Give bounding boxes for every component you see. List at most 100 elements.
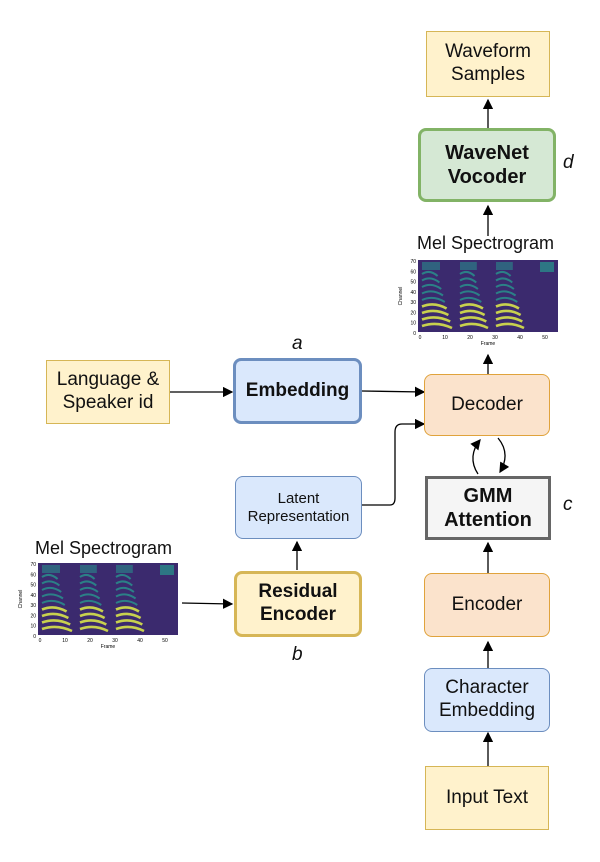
spectrogram-plot-area xyxy=(38,563,178,635)
x-tick-label: 30 xyxy=(492,335,498,341)
y-tick-label: 20 xyxy=(30,613,36,619)
y-axis-label: Channel xyxy=(18,590,24,609)
x-tick-label: 10 xyxy=(62,638,68,644)
x-tick-label: 10 xyxy=(442,335,448,341)
x-tick-label: 30 xyxy=(112,638,118,644)
spectrogram-band xyxy=(459,283,479,290)
spectrogram-band xyxy=(422,262,440,270)
spectrogram-band xyxy=(41,619,71,626)
spectrogram-band xyxy=(41,573,59,580)
spectrogram-plot-area xyxy=(418,260,558,332)
spectrogram-band xyxy=(41,612,70,620)
latent-representation-box: Latent Representation xyxy=(235,476,362,539)
y-tick-label: 50 xyxy=(30,583,36,589)
spectrogram-band xyxy=(495,316,523,323)
spectrogram-band xyxy=(115,619,143,626)
spectrogram-band xyxy=(459,316,487,323)
spectrogram-band xyxy=(421,270,439,277)
x-axis-label: Frame xyxy=(101,644,116,650)
y-tick-label: 40 xyxy=(410,290,416,296)
spectrogram-band xyxy=(459,270,476,277)
marker-c: c xyxy=(563,494,573,515)
spectrogram-band xyxy=(421,283,442,290)
y-tick-label: 20 xyxy=(410,310,416,316)
spectrogram-band xyxy=(115,586,135,593)
spectrogram-band xyxy=(115,593,137,600)
spectrogram-band xyxy=(495,309,522,317)
y-tick-label: 30 xyxy=(410,300,416,306)
gmm-attention-box: GMM Attention xyxy=(425,476,551,540)
spectrogram-band xyxy=(495,283,515,290)
spectrogram-band xyxy=(496,262,513,270)
spectrogram-band xyxy=(459,296,482,303)
spectrogram-band xyxy=(41,593,64,600)
spectrogram-band xyxy=(495,290,517,297)
spectrogram-band xyxy=(42,565,60,573)
spectrogram-band xyxy=(79,586,99,593)
spectrogram-band xyxy=(115,573,132,580)
spectrogram-band xyxy=(79,612,106,620)
x-tick-label: 20 xyxy=(467,335,473,341)
spectrogram-band xyxy=(421,322,453,330)
spectrogram-band xyxy=(115,612,142,620)
spectrogram-band xyxy=(460,262,477,270)
spectrogram-band xyxy=(495,296,518,303)
spectrogram-band xyxy=(41,606,68,613)
y-tick-label: 0 xyxy=(413,331,416,337)
spectrogram-band xyxy=(41,580,61,587)
spectrogram-band xyxy=(421,296,446,303)
left-spectrogram-title: Mel Spectrogram xyxy=(35,538,173,558)
spectrogram-band xyxy=(459,303,484,310)
spectrogram-band xyxy=(79,606,104,613)
spectrogram-band xyxy=(421,277,441,284)
y-tick-label: 50 xyxy=(410,280,416,286)
character-embedding-box: Character Embedding xyxy=(424,668,550,732)
y-tick-label: 70 xyxy=(410,259,416,265)
spectrogram-band xyxy=(115,599,138,606)
y-tick-label: 30 xyxy=(30,603,36,609)
spectrogram-band xyxy=(495,277,513,284)
spectrogram-band xyxy=(495,303,520,310)
y-tick-label: 60 xyxy=(410,269,416,275)
spectrogram-band xyxy=(421,316,451,323)
x-tick-label: 0 xyxy=(39,638,42,644)
x-tick-label: 0 xyxy=(419,335,422,341)
marker-a: a xyxy=(292,333,303,354)
spectrogram-band xyxy=(79,619,107,626)
spectrogram-band xyxy=(495,270,512,277)
spectrogram-band xyxy=(459,277,477,284)
x-tick-label: 40 xyxy=(517,335,523,341)
arrow-decoder-to-gmm xyxy=(497,437,510,474)
decoder-box: Decoder xyxy=(424,374,550,436)
marker-d: d xyxy=(563,152,574,173)
spectrogram-band xyxy=(115,580,133,587)
y-tick-label: 0 xyxy=(33,634,36,640)
residual-encoder-box: Residual Encoder xyxy=(234,571,362,637)
x-tick-label: 20 xyxy=(87,638,93,644)
spectrogram-band xyxy=(115,625,145,633)
spectrogram-band xyxy=(116,565,133,573)
top-spectrogram-title: Mel Spectrogram xyxy=(417,233,555,253)
arrow-latent-to-decoder xyxy=(362,418,426,506)
input-text-box: Input Text xyxy=(425,766,549,830)
encoder-box: Encoder xyxy=(424,573,550,637)
waveform-samples-box: Waveform Samples xyxy=(426,31,550,97)
marker-b: b xyxy=(292,644,303,665)
spectrogram-band xyxy=(459,309,486,317)
spectrogram-band xyxy=(115,606,140,613)
spectrogram-band xyxy=(79,593,101,600)
spectrogram-band xyxy=(540,262,554,272)
x-tick-label: 50 xyxy=(542,335,548,341)
x-tick-label: 40 xyxy=(137,638,143,644)
arrow-spec-to-residual xyxy=(181,598,234,610)
arrow-gmm-to-decoder xyxy=(470,438,481,475)
arrow-embedding-to-decoder xyxy=(361,386,426,398)
spectrogram-band xyxy=(80,565,97,573)
spectrogram-band xyxy=(160,565,174,575)
spectrogram-band xyxy=(421,303,448,310)
spectrogram-band xyxy=(459,290,481,297)
y-tick-label: 10 xyxy=(410,321,416,327)
